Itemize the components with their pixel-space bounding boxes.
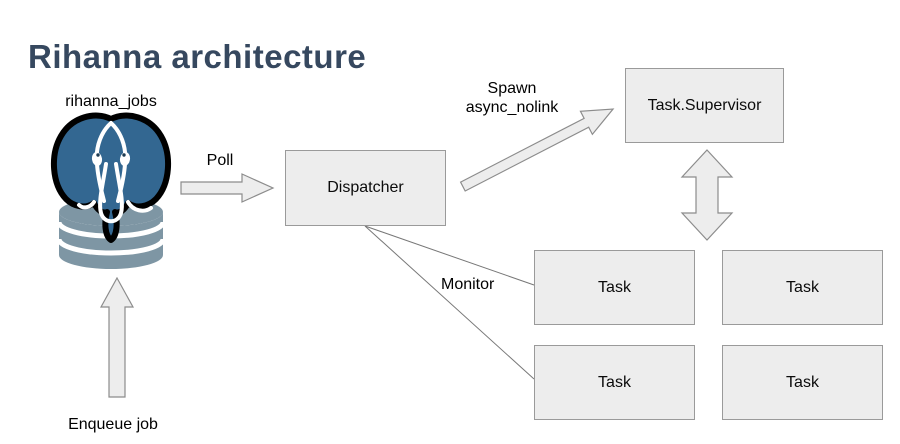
spawn-arrow-icon [459, 108, 615, 192]
spawn-label-line1: Spawn [487, 80, 537, 97]
postgresql-elephant-icon [50, 112, 172, 269]
task-supervisor-node: Task.Supervisor [625, 68, 784, 143]
task-label: Task [598, 278, 631, 296]
spawn-label: Spawn async_nolink [452, 79, 572, 117]
task-label: Task [786, 278, 819, 296]
task-node-3: Task [534, 345, 695, 420]
page-title: Rihanna architecture [28, 38, 367, 75]
task-label: Task [786, 373, 819, 391]
enqueue-arrow-icon [100, 277, 135, 398]
task-label: Task [598, 373, 631, 391]
poll-arrow-icon [180, 173, 275, 203]
poll-label: Poll [206, 152, 234, 169]
dispatcher-label: Dispatcher [327, 179, 404, 196]
database-table-label: rihanna_jobs [65, 93, 157, 110]
task-supervisor-label: Task.Supervisor [647, 96, 762, 114]
task-node-2: Task [722, 250, 883, 325]
task-node-1: Task [534, 250, 695, 325]
enqueue-job-label: Enqueue job [68, 416, 158, 433]
dispatcher-node: Dispatcher [285, 150, 446, 226]
task-node-4: Task [722, 345, 883, 420]
spawn-label-line2: async_nolink [465, 99, 559, 116]
monitor-label: Monitor [441, 276, 495, 293]
updown-arrow-icon [680, 149, 734, 241]
